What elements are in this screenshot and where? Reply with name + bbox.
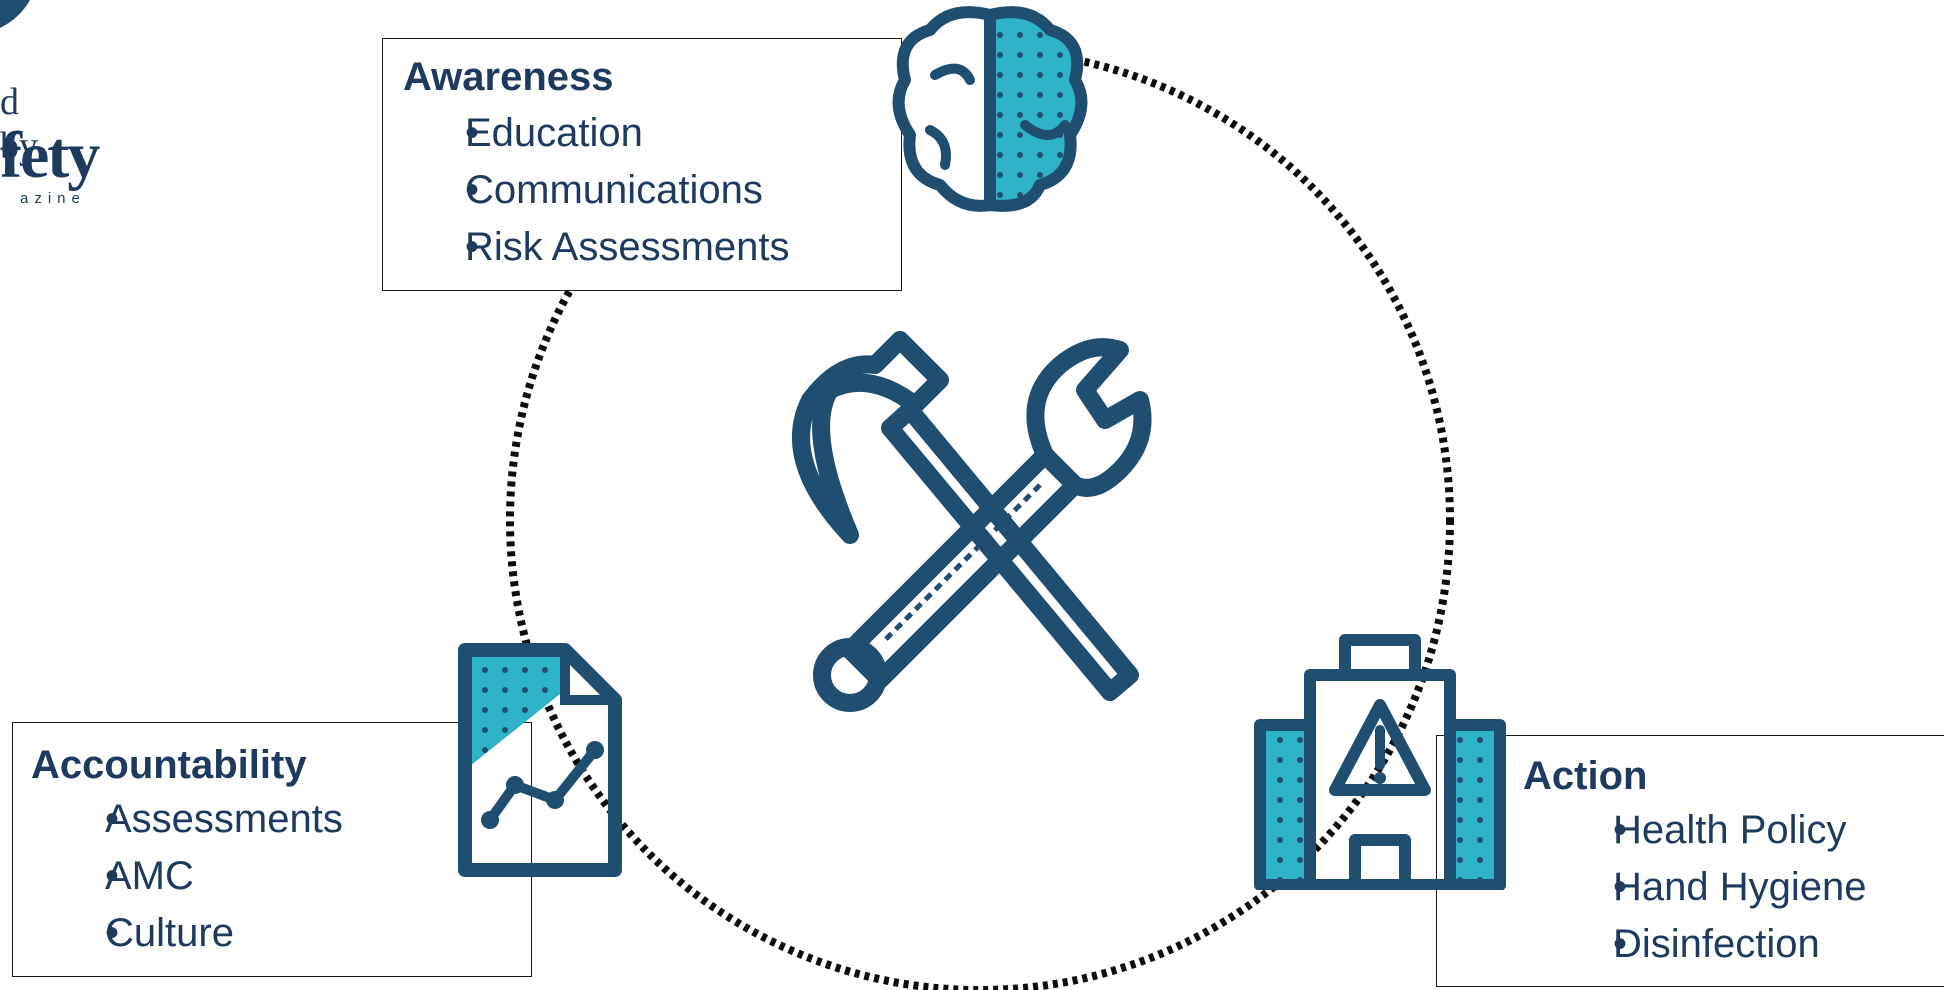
list-item: Risk Assessments	[403, 219, 901, 276]
list-item: Communications	[403, 162, 901, 219]
list-item: Disinfection	[1523, 916, 1944, 973]
accountability-title: Accountability	[31, 743, 307, 787]
awareness-title: Awareness	[403, 55, 614, 99]
action-box: Action Health Policy Hand Hygiene Disinf…	[1436, 735, 1944, 987]
logo-line2: fety	[0, 119, 100, 192]
action-list: Health Policy Hand Hygiene Disinfection	[1523, 802, 1944, 973]
building-warning-icon	[1254, 634, 1506, 890]
list-item: Assessments	[31, 791, 531, 848]
awareness-list: Education Communications Risk Assessment…	[403, 105, 901, 276]
list-item: Health Policy	[1523, 802, 1944, 859]
action-title: Action	[1523, 754, 1648, 798]
awareness-box: Awareness Education Communications Risk …	[382, 38, 902, 291]
accountability-box: Accountability Assessments AMC Culture	[12, 722, 532, 977]
crossed-hammer-wrench-icon	[792, 331, 1152, 712]
list-item: Education	[403, 105, 901, 162]
list-item: Culture	[31, 905, 531, 962]
brain-icon	[892, 6, 1088, 212]
accountability-list: Assessments AMC Culture	[31, 791, 531, 962]
logo-line3: azine	[20, 190, 86, 207]
report-chart-icon	[458, 643, 622, 877]
list-item: AMC	[31, 848, 531, 905]
logo-line1: d by	[0, 81, 38, 167]
logo-corner-shape	[0, 0, 30, 28]
list-item: Hand Hygiene	[1523, 859, 1944, 916]
